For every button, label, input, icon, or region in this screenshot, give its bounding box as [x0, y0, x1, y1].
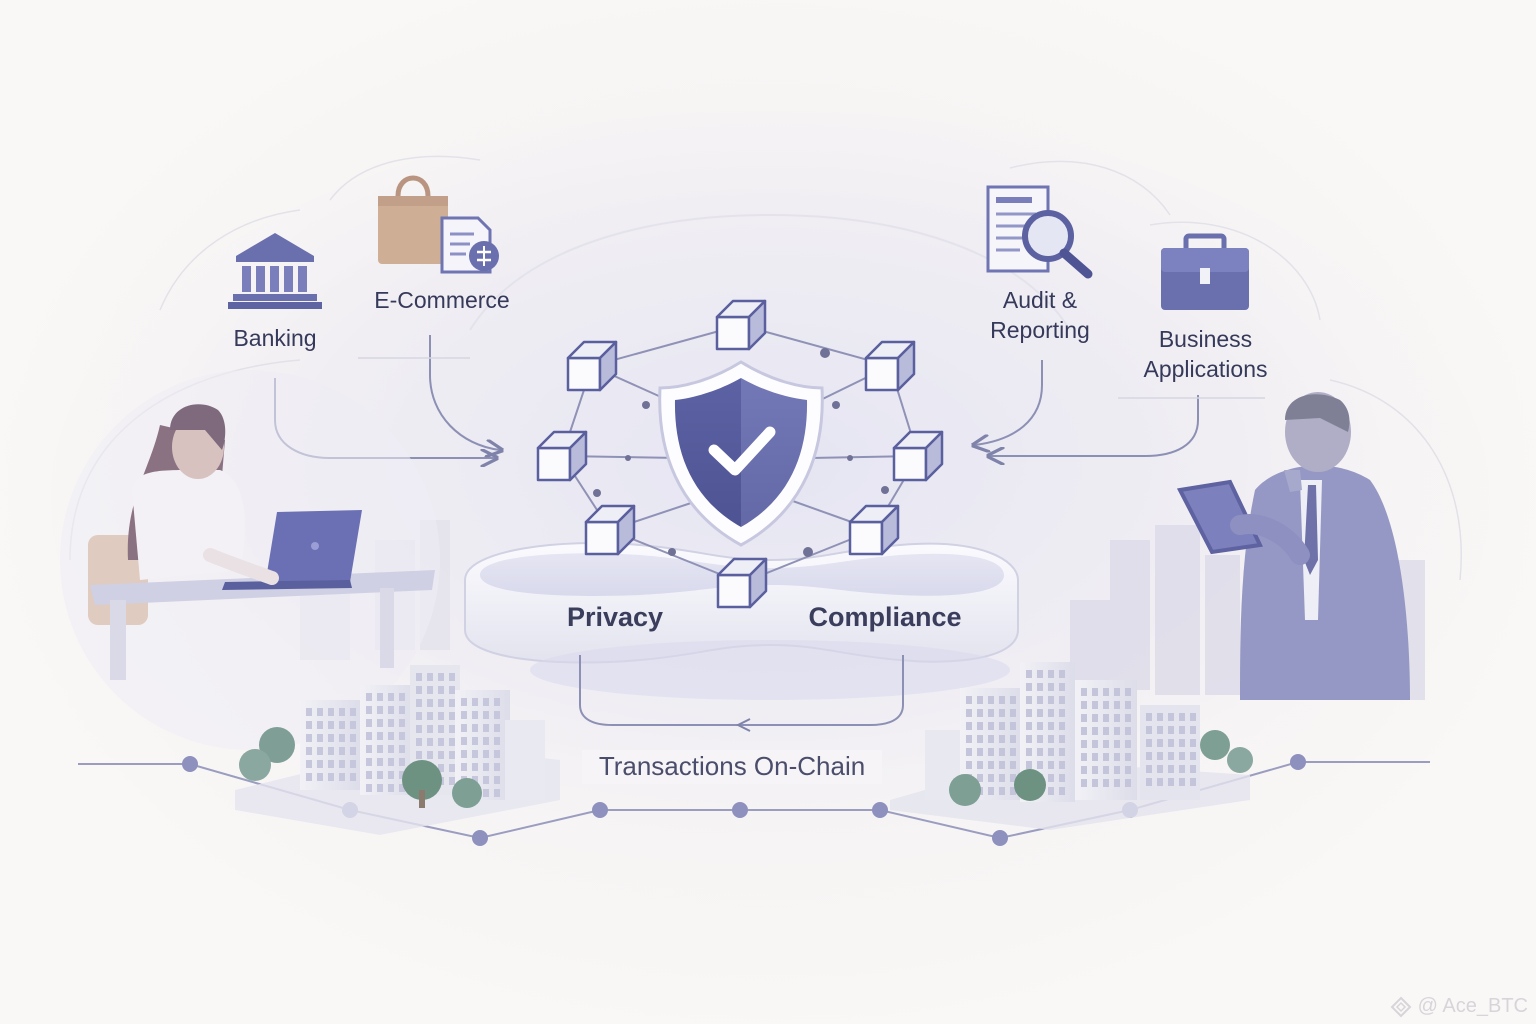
blockchain-cube-icon: [586, 506, 634, 554]
business-label-line1: Business: [1118, 325, 1293, 355]
privacy-label: Privacy: [540, 600, 690, 635]
transactions-on-chain-label: Transactions On-Chain: [582, 750, 882, 784]
diamond-logo-icon: [1390, 996, 1412, 1018]
blockchain-cube-icon: [718, 559, 766, 607]
compliance-label: Compliance: [790, 600, 980, 635]
business-applications-label: Business Applications: [1118, 325, 1293, 385]
blockchain-cube-icon: [717, 301, 765, 349]
watermark-text: @ Ace_BTC: [1418, 995, 1528, 1018]
blockchain-cube-icon: [568, 342, 616, 390]
audit-label-line1: Audit &: [965, 286, 1115, 316]
blockchain-cube-icon: [538, 432, 586, 480]
blockchain-cube-icon: [894, 432, 942, 480]
banking-label: Banking: [205, 324, 345, 354]
blockchain-cube-icon: [866, 342, 914, 390]
watermark: @ Ace_BTC: [1390, 995, 1528, 1018]
blockchain-cube-icon: [850, 506, 898, 554]
audit-reporting-label: Audit & Reporting: [965, 286, 1115, 346]
ecommerce-label: E-Commerce: [352, 286, 532, 316]
audit-label-line2: Reporting: [965, 316, 1115, 346]
business-label-line2: Applications: [1118, 355, 1293, 385]
